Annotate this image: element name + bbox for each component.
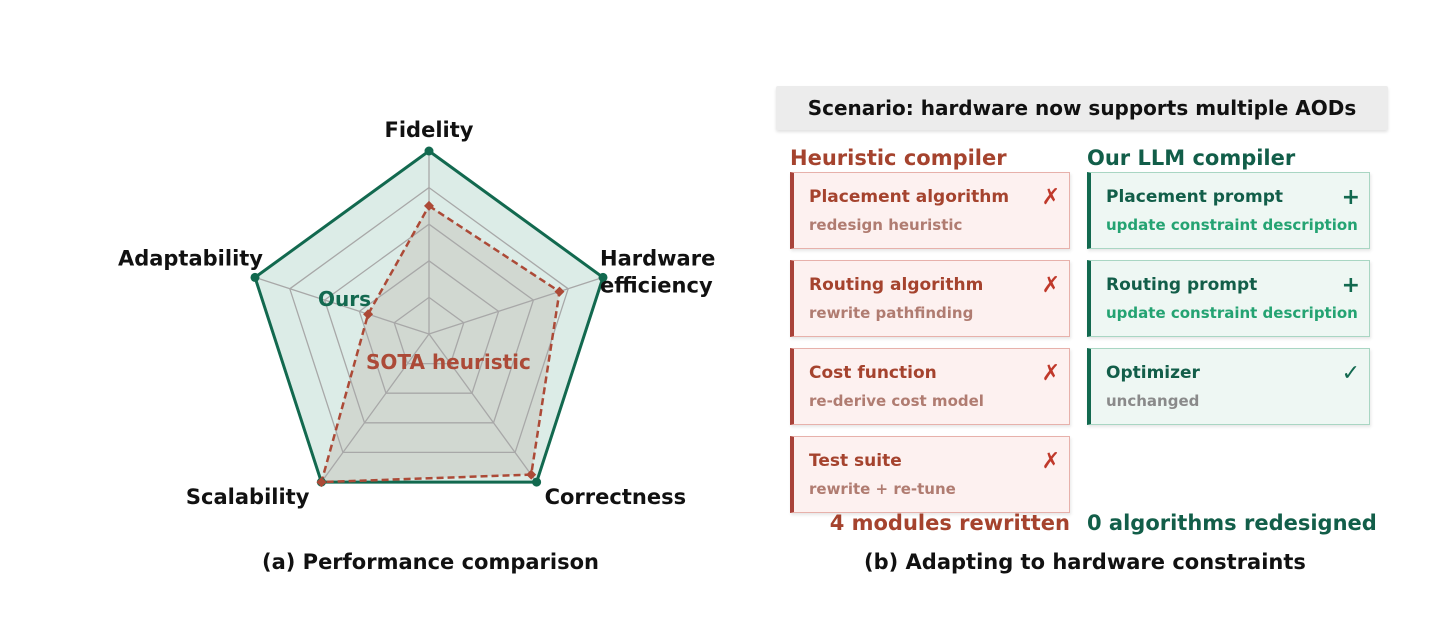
card-subtitle: unchanged <box>1106 392 1200 410</box>
axis-label-fidelity: Fidelity <box>385 118 474 142</box>
card-title: Optimizer <box>1106 363 1200 383</box>
heuristic-card-test-suite: Test suite rewrite + re-tune ✗ <box>790 436 1070 513</box>
point-sota-heuristic-3 <box>526 469 537 480</box>
card-title: Placement algorithm <box>809 187 1010 207</box>
card-title: Routing algorithm <box>809 275 984 295</box>
axis-label-hardware-efficiency: Hardware efficiency <box>600 246 715 297</box>
point-ours-2 <box>598 272 608 282</box>
grid-spoke-3 <box>428 333 538 483</box>
radar-grid <box>254 150 604 483</box>
point-sota-heuristic-1 <box>424 200 434 211</box>
axis-label-line: Correctness <box>545 485 686 509</box>
axis-label-correctness: Correctness <box>545 485 686 509</box>
radar-series <box>250 146 608 488</box>
plus-icon: + <box>1341 273 1360 298</box>
card-subtitle: rewrite + re-tune <box>809 480 956 498</box>
llm-column-title: Our LLM compiler <box>1087 146 1296 170</box>
axis-label-scalability: Scalability <box>186 485 310 509</box>
card-subtitle: rewrite pathfinding <box>809 304 974 322</box>
grid-ring-2 <box>358 259 500 394</box>
card-subtitle: redesign heuristic <box>809 216 963 234</box>
heuristic-summary: 4 modules rewritten <box>829 511 1070 535</box>
scenario-banner: Scenario: hardware now supports multiple… <box>776 86 1388 130</box>
llm-summary: 0 algorithms redesigned <box>1087 511 1377 535</box>
card-title: Cost function <box>809 363 937 383</box>
cross-icon: ✗ <box>1041 185 1060 210</box>
llm-card-placement-prompt: Placement prompt update constraint descr… <box>1087 172 1370 249</box>
series-line-ours <box>253 149 605 484</box>
heuristic-card-cost-function: Cost function re-derive cost model ✗ <box>790 348 1070 425</box>
grid-ring-4 <box>289 186 569 454</box>
axis-label-line: Scalability <box>186 485 310 509</box>
grid-ring-3 <box>323 223 535 424</box>
axis-label-line: efficiency <box>600 273 713 297</box>
point-ours-3 <box>532 477 542 487</box>
point-sota-heuristic-2 <box>554 286 565 297</box>
cross-icon: ✗ <box>1041 361 1060 386</box>
point-ours-1 <box>424 146 434 156</box>
point-sota-heuristic-4 <box>316 477 327 488</box>
card-subtitle: re-derive cost model <box>809 392 984 410</box>
grid-spoke-4 <box>320 333 430 483</box>
llm-card-routing-prompt: Routing prompt update constraint descrip… <box>1087 260 1370 337</box>
cross-icon: ✗ <box>1041 273 1060 298</box>
check-icon: ✓ <box>1341 361 1360 386</box>
card-subtitle: update constraint description <box>1106 304 1358 322</box>
card-subtitle: update constraint description <box>1106 216 1358 234</box>
point-sota-heuristic-5 <box>363 309 374 320</box>
llm-card-optimizer: Optimizer unchanged ✓ <box>1087 348 1370 425</box>
point-ours-5 <box>250 272 260 282</box>
scenario-text: Scenario: hardware now supports multiple… <box>807 96 1357 120</box>
axis-label-line: Fidelity <box>385 118 474 142</box>
card-title: Placement prompt <box>1106 187 1283 207</box>
series-area-sota-heuristic <box>321 205 560 483</box>
heuristic-card-routing: Routing algorithm rewrite pathfinding ✗ <box>790 260 1070 337</box>
series-line-sota-heuristic <box>319 204 561 484</box>
heuristic-card-placement: Placement algorithm redesign heuristic ✗ <box>790 172 1070 249</box>
grid-spoke-5 <box>254 276 430 335</box>
series-label-ours: Ours <box>318 287 371 311</box>
grid-spoke-2 <box>428 276 604 335</box>
card-title: Routing prompt <box>1106 275 1258 295</box>
card-title: Test suite <box>809 451 902 471</box>
axis-label-line: Hardware <box>600 246 715 270</box>
axis-label-adaptability: Adaptability <box>118 246 263 270</box>
axis-label-line: Adaptability <box>118 246 263 270</box>
plus-icon: + <box>1341 185 1360 210</box>
caption-adapting-hardware-constraints: (b) Adapting to hardware constraints <box>864 550 1306 574</box>
caption-performance-comparison: (a) Performance comparison <box>262 550 599 574</box>
cross-icon: ✗ <box>1041 449 1060 474</box>
series-label-sota-heuristic: SOTA heuristic <box>366 350 531 374</box>
grid-ring-1 <box>393 296 465 365</box>
heuristic-column-title: Heuristic compiler <box>790 146 1007 170</box>
